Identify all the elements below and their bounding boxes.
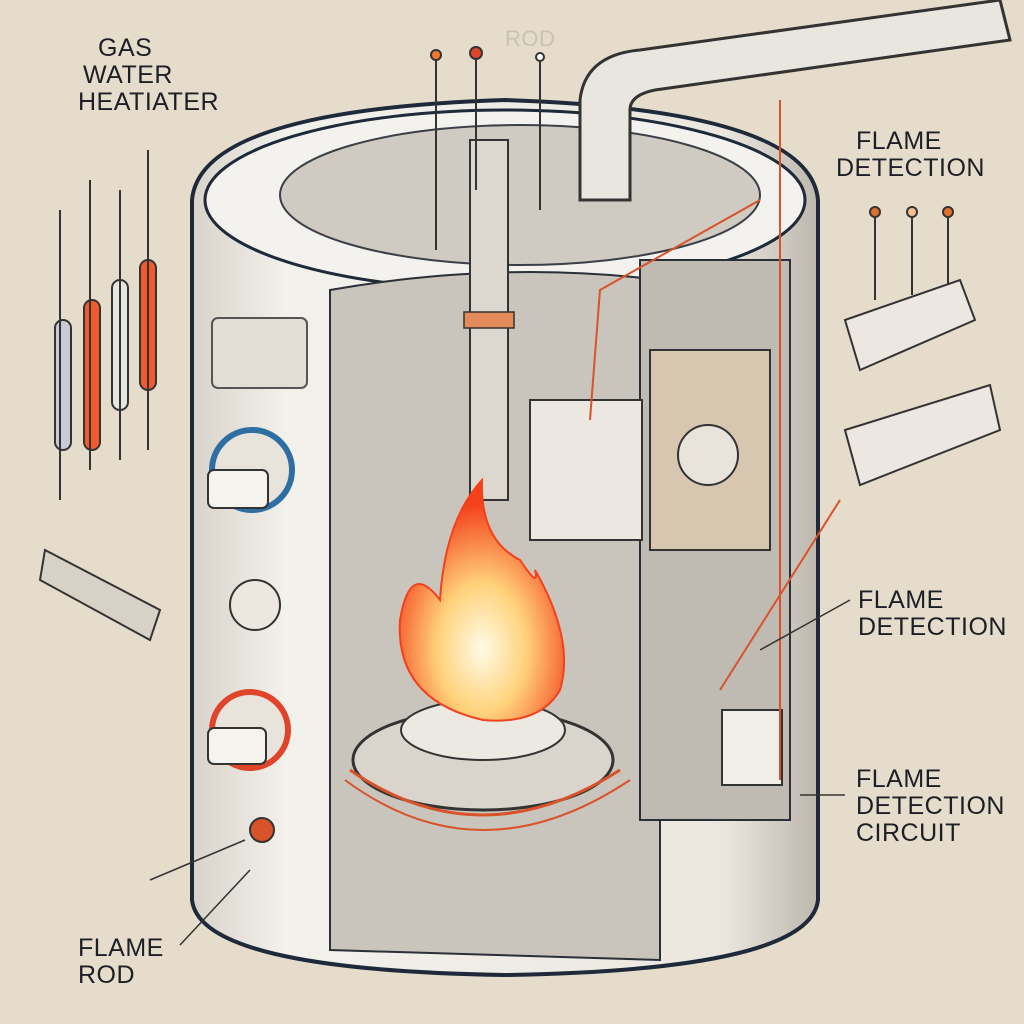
probe-assembly-left — [38, 150, 162, 642]
flame — [398, 477, 566, 722]
flame-rod-port — [249, 817, 275, 843]
flame-sensor-module — [721, 709, 783, 786]
pilot-knob-handle — [207, 727, 267, 765]
label-line: CIRCUIT — [856, 819, 961, 847]
control-box — [529, 399, 643, 541]
label-line: DETECTION — [856, 792, 1005, 820]
title-line-2: WATER — [83, 61, 173, 89]
display-window — [211, 317, 308, 389]
title-label: GAS WATER HEATIATER — [78, 35, 219, 116]
board-dial — [677, 424, 739, 486]
label-line: FLAME — [856, 127, 942, 155]
flame-sensor-right — [843, 206, 1002, 487]
thermocouple-wire — [349, 768, 621, 817]
top-probes — [430, 46, 545, 250]
title-line-1: GAS — [98, 34, 153, 62]
flame-detection-circuit-label: FLAME DETECTION CIRCUIT — [856, 766, 1005, 847]
flame-detection-label-top: FLAME DETECTION — [836, 128, 985, 182]
label-line: FLAME — [78, 934, 164, 962]
gas-valve-dial — [229, 579, 281, 631]
label-line: FLAME — [858, 586, 944, 614]
label-line: FLAME — [856, 765, 942, 793]
label-line: DETECTION — [858, 613, 1007, 641]
leader-lines — [149, 599, 851, 946]
flame-detection-label-mid: FLAME DETECTION — [858, 587, 1007, 641]
top-vent — [279, 124, 761, 266]
wiring — [589, 100, 841, 780]
label-line: ROD — [78, 961, 136, 989]
flue-band — [463, 311, 515, 329]
label-line: DETECTION — [836, 154, 985, 182]
rod-label-top: ROD — [505, 26, 556, 51]
flame-rod-label: FLAME ROD — [78, 935, 164, 989]
knob-handle — [207, 469, 269, 509]
sensor-wire — [344, 779, 631, 831]
title-line-3: HEATIATER — [78, 88, 220, 116]
exhaust-pipe — [578, 0, 1012, 202]
